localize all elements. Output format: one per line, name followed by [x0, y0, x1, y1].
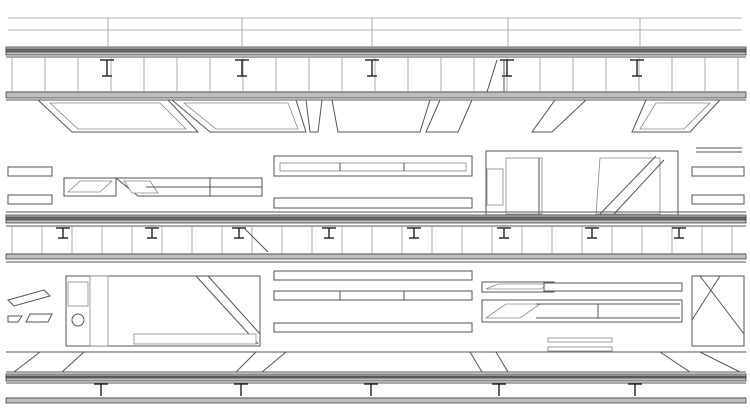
lower-columns — [94, 383, 642, 396]
middle-glazing-panels — [11, 226, 733, 254]
floor-slab-middle — [5, 211, 747, 263]
i-beam-icon — [492, 383, 506, 396]
upper-glazing-panels — [11, 57, 739, 92]
i-beam-icon — [145, 227, 159, 239]
i-beam-icon — [630, 59, 644, 77]
i-beam-icon — [628, 383, 642, 396]
i-beam-icon — [56, 227, 70, 239]
roof-railing — [8, 17, 742, 46]
i-beam-icon — [585, 227, 599, 239]
middle-level — [7, 147, 745, 216]
ledge-left-2 — [7, 194, 53, 205]
middle-columns — [56, 227, 686, 253]
upper-columns — [100, 59, 644, 93]
round-vent-icon — [71, 313, 85, 327]
i-beam-icon — [235, 59, 249, 77]
lower-level — [7, 270, 745, 352]
i-beam-icon — [407, 227, 421, 239]
i-beam-icon — [232, 227, 246, 239]
i-beam-icon — [234, 383, 248, 396]
i-beam-icon — [322, 227, 336, 239]
i-beam-icon — [94, 383, 108, 396]
i-beam-icon — [365, 59, 379, 77]
i-beam-icon — [497, 227, 511, 239]
floor-slab-lower — [5, 351, 747, 404]
i-beam-icon — [672, 227, 686, 239]
floor-slab-upper — [5, 46, 747, 101]
upper-trusses — [36, 99, 722, 133]
i-beam-icon — [100, 59, 114, 77]
ledge-left-1 — [7, 166, 53, 177]
i-beam-icon — [500, 59, 514, 77]
i-beam-icon — [364, 383, 378, 396]
